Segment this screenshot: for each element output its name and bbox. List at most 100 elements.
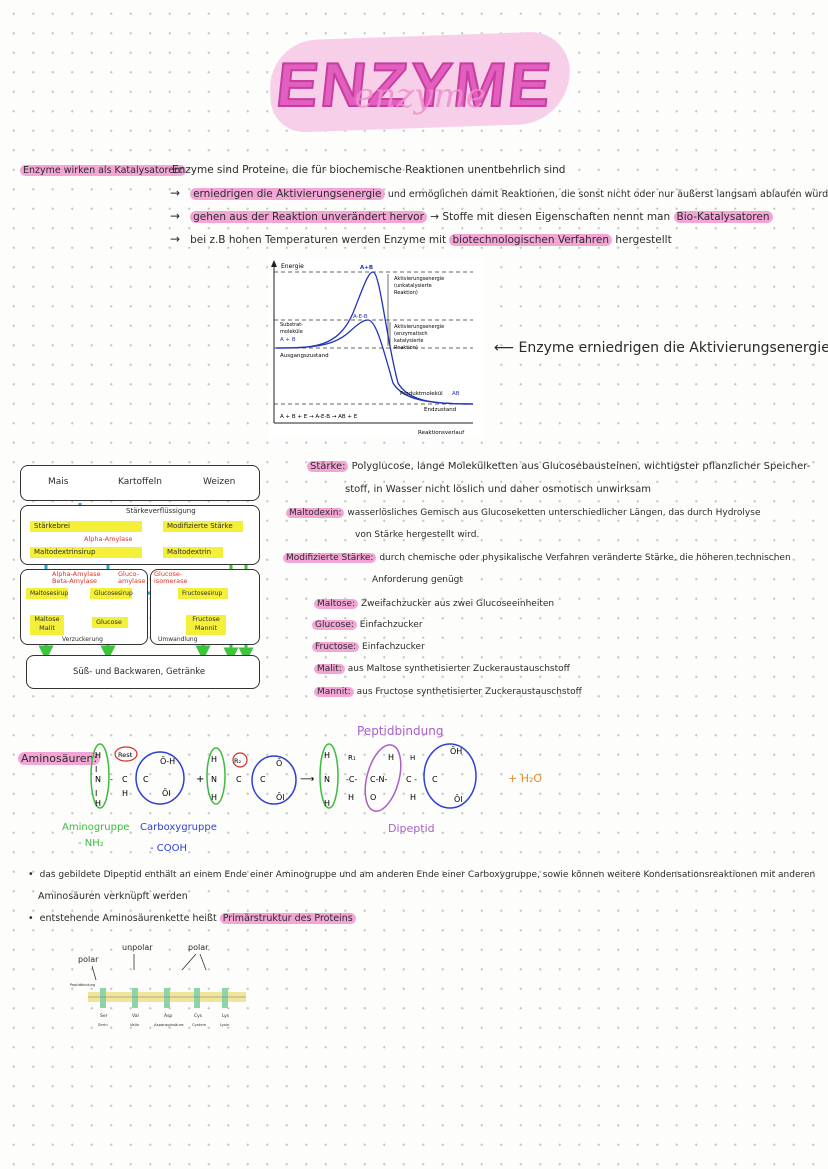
- res-cys: Cys: [194, 1014, 203, 1019]
- resname-serin: Serin: [98, 1022, 108, 1027]
- point-1-highlight: erniedrigen die Aktivierungsenergie: [190, 188, 385, 200]
- rest-label: Rest: [118, 751, 133, 759]
- glucose-box: Glucose: [92, 617, 128, 628]
- ea-uncat-2: (unkatalysierte: [394, 283, 432, 289]
- svg-text:-C-: -C-: [346, 775, 357, 784]
- intro-point-1: → erniedrigen die Aktivierungsenergie un…: [170, 186, 828, 202]
- svg-text:⟶: ⟶: [300, 774, 314, 785]
- def-term: Malit:: [314, 664, 345, 674]
- output-box: [26, 655, 260, 689]
- title-area: ENZYME enzyme: [250, 28, 580, 134]
- carboxy-group-formula: - COOH: [150, 843, 188, 854]
- primary-structure-svg: [88, 953, 246, 1008]
- enzym-right: Glucose-isomerase: [154, 570, 188, 585]
- arrow-icon: →: [170, 209, 181, 223]
- svg-text:H: H: [95, 799, 101, 808]
- def-term: Maltodexin:: [286, 508, 345, 518]
- energy-diagram: Energie Reaktionsverlauf A+B A-E-B Aktiv…: [268, 258, 483, 438]
- intro-label-wrap: Enzyme wirken als Katalysatoren:: [20, 164, 187, 178]
- def-text: Einfachzucker: [362, 642, 425, 652]
- bullet-dot: •: [28, 869, 40, 880]
- primary-structure-figure: polar unpolar polar Peptidbindung Ser Va…: [70, 940, 250, 1040]
- def-text: Einfachzucker: [359, 620, 423, 630]
- verzuckerung-label: Verzuckerung: [62, 636, 103, 643]
- svg-text:+: +: [196, 774, 204, 785]
- reaction-equation: A + B + E → A-E-B → AB + E: [280, 414, 358, 420]
- svg-text:C: C: [122, 775, 128, 784]
- amino-label-wrap: Aminosäuren:: [18, 752, 101, 765]
- def-text: Zweifachzucker aus zwei Glucoseeinheiten: [360, 599, 555, 609]
- def-term: Stärke:: [307, 461, 349, 472]
- resname-cys: Cystein: [192, 1022, 207, 1027]
- product-label: Produktmolekül: [400, 391, 443, 397]
- svg-text:H: H: [211, 755, 217, 764]
- output-label: Süß- und Backwaren, Getränke: [73, 667, 206, 677]
- peptide-bond-label: Peptidbindung: [357, 724, 444, 738]
- svg-text:ŌH: ŌH: [450, 746, 462, 756]
- svg-text:Ōl: Ōl: [454, 794, 463, 804]
- svg-text:H: H: [211, 793, 217, 802]
- point-3-rest: hergestellt: [615, 234, 672, 246]
- point-1-rest: und ermöglichen damit Reaktionen, die so…: [387, 189, 828, 200]
- maltodextrinsirup: Maltodextrinsirup: [30, 547, 142, 558]
- ea-cat-3: katalysierte: [394, 338, 423, 344]
- bullet-1: • das gebildete Dipeptid enthält an eine…: [28, 868, 815, 882]
- fructosesirup: Fructosesirup: [178, 588, 228, 599]
- substrate-formula: A + B: [280, 337, 296, 343]
- bullet-2: • entstehende Aminosäurenkette heißt Pri…: [28, 912, 356, 926]
- def-mannit: Mannit: aus Fructose synthetisierter Zuc…: [314, 685, 582, 699]
- def-text: wasserlösliches Gemisch aus Glucosekette…: [347, 508, 761, 518]
- point-3-highlight: biotechnologischen Verfahren: [449, 234, 612, 246]
- r2-circle: [232, 752, 248, 768]
- carboxy-group-ellipse-1: [135, 751, 185, 805]
- resname-lys: Lysin: [220, 1022, 230, 1027]
- def-modifizierte: Modifizierte Stärke: durch chemische ode…: [283, 551, 791, 565]
- intro-label: Enzyme wirken als Katalysatoren:: [20, 165, 187, 176]
- res-ser: Ser: [100, 1014, 108, 1019]
- bullet-2-text: entstehende Aminosäurenkette heißt: [39, 913, 217, 924]
- svg-text:N: N: [95, 775, 101, 784]
- glucosesirup: Glucosesirup: [90, 588, 133, 599]
- catalyzed-curve: [275, 319, 474, 405]
- alpha-amylase-label: Alpha-Amylase: [84, 535, 133, 543]
- svg-text:O: O: [370, 793, 376, 802]
- intro-definition: Enzyme sind Proteine, die für biochemisc…: [172, 164, 566, 176]
- ea-uncat-3: Reaktion): [394, 290, 418, 296]
- end-state: Endzustand: [424, 407, 456, 413]
- arrow-icon: →: [170, 186, 181, 200]
- amino-label: Aminosäuren:: [18, 752, 101, 765]
- def-text: aus Fructose synthetisierter Zuckerausta…: [356, 687, 582, 697]
- umwandlung-label: Umwandlung: [158, 636, 198, 643]
- r2-label: R₂: [234, 757, 242, 765]
- svg-text:C-N-: C-N-: [370, 775, 387, 784]
- svg-text:H: H: [324, 751, 330, 760]
- staerkeverfluessigung-label: Stärkeverflüssigung: [126, 507, 196, 515]
- intro-point-2: → gehen aus der Reaktion unverändert her…: [170, 209, 773, 224]
- ea-uncat-1: Aktivierungsenergie: [394, 276, 444, 282]
- ea-cat-2: (enzymatisch: [394, 331, 428, 337]
- svg-text:-: -: [110, 775, 113, 784]
- svg-text:Ōl: Ōl: [162, 788, 171, 798]
- svg-text:H: H: [410, 754, 415, 762]
- bullet-1-cont: Aminosäuren verknüpft werden: [38, 891, 188, 902]
- water-label: + H₂O: [508, 772, 543, 785]
- intro-point-3: → bei z.B hohen Temperaturen werden Enzy…: [170, 232, 672, 247]
- peptide-bond-ellipse: [364, 744, 402, 812]
- def-maltodextrin: Maltodexin: wasserlösliches Gemisch aus …: [286, 506, 761, 520]
- def-text: durch chemische oder physikalische Verfa…: [379, 553, 791, 563]
- bullet-1-text: das gebildete Dipeptid enthält an einem …: [39, 870, 816, 880]
- y-axis-label: Energie: [281, 263, 304, 270]
- maltosesirup: Maltosesirup: [26, 588, 68, 599]
- resname-asp: Asparaginsäure: [154, 1022, 184, 1027]
- svg-text:N: N: [211, 775, 217, 784]
- point-3-pre: bei z.B hohen Temperaturen werden Enzyme…: [190, 234, 447, 246]
- amino-group-label: Aminogruppe: [62, 822, 130, 833]
- svg-text:Ō-H: Ō-H: [160, 756, 175, 766]
- ea-cat-1: Aktivierungsenergie: [394, 324, 444, 330]
- amino-group-formula: - NH₂: [78, 838, 104, 849]
- maltose-malit: Maltose Malit: [30, 615, 64, 635]
- svg-text:C: C: [260, 775, 266, 784]
- res-lys: Lys: [222, 1014, 230, 1019]
- svg-text:C -: C -: [406, 775, 417, 784]
- resname-valin: Valin: [130, 1022, 140, 1027]
